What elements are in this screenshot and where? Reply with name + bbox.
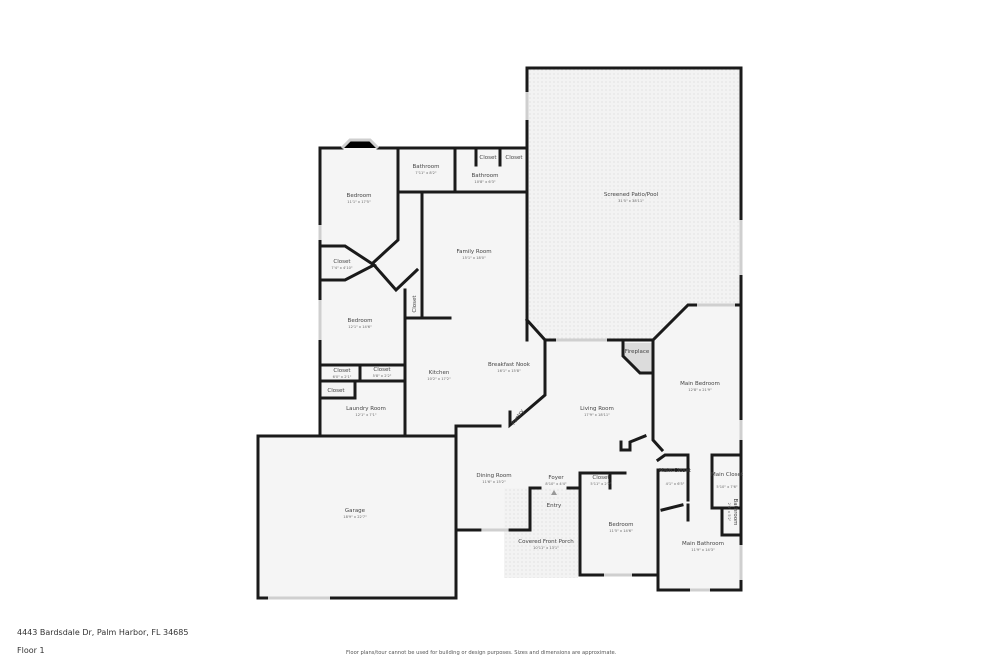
room-bedroom-1: Bedroom bbox=[347, 193, 372, 199]
room-dim: 11'1" x 17'5" bbox=[347, 200, 371, 204]
room-dim: 6'0" x 2'1" bbox=[333, 375, 352, 379]
room-dim: 5'11" x 2'2" bbox=[590, 482, 611, 486]
room-closet: Closet bbox=[327, 388, 345, 394]
walls bbox=[256, 66, 743, 600]
room-family: Family Room bbox=[456, 249, 491, 255]
room-breakfast-nook: Breakfast Nook bbox=[488, 362, 531, 368]
floor-areas bbox=[258, 68, 741, 598]
room-bedroom-3: Bedroom bbox=[609, 522, 634, 528]
porch-area bbox=[504, 488, 578, 578]
room-dim: 11'5" x 14'6" bbox=[609, 529, 633, 533]
room-closet: Closet bbox=[505, 155, 523, 161]
room-main-bathroom: Main Bathroom bbox=[682, 541, 724, 547]
room-entry: Entry bbox=[547, 503, 562, 509]
entry-arrow-icon bbox=[551, 490, 557, 495]
disclaimer: Floor plans/tour cannot be used for buil… bbox=[346, 650, 617, 656]
room-main-closet-2: Main Closet bbox=[711, 472, 744, 478]
room-dim: 15'1" x 18'0" bbox=[462, 256, 486, 260]
room-living: Living Room bbox=[580, 406, 614, 412]
room-closet: Closet bbox=[333, 368, 351, 374]
room-dim: 10'11" x 13'1" bbox=[533, 546, 559, 550]
room-dim: 17'9" x 18'11" bbox=[584, 413, 610, 417]
room-dim: 5'8" x 2'2" bbox=[373, 374, 392, 378]
fireplace-shape bbox=[623, 343, 653, 373]
room-dim: 11'9" x 14'3" bbox=[691, 548, 715, 552]
room-dim: 18'9" x 22'7" bbox=[343, 515, 367, 519]
room-dim: 12'8" x 21'9" bbox=[688, 388, 712, 392]
room-closet: Closet bbox=[412, 295, 418, 313]
room-fireplace: Fireplace bbox=[625, 349, 650, 355]
windows bbox=[268, 92, 743, 600]
room-dim: 7'4" x 4'10" bbox=[331, 266, 352, 270]
room-front-porch: Covered Front Porch bbox=[518, 539, 574, 545]
room-main-bedroom: Main Bedroom bbox=[680, 381, 720, 387]
room-closet: Closet bbox=[373, 367, 391, 373]
room-dim: 7'11" x 8'2" bbox=[415, 171, 436, 175]
room-dim: 10'2" x 17'2" bbox=[427, 377, 451, 381]
room-patio: Screened Patio/Pool bbox=[604, 192, 659, 198]
room-dim: 31'5" x 38'11" bbox=[618, 199, 644, 203]
floor-label: Floor 1 bbox=[17, 646, 45, 655]
room-bathroom-3: Bathroom bbox=[732, 498, 738, 525]
room-labels: Bedroom 11'1" x 17'5" Bathroom 7'11" x 8… bbox=[327, 155, 743, 552]
address: 4443 Bardsdale Dr, Palm Harbor, FL 34685 bbox=[17, 628, 189, 637]
room-dim: 10'8" x 6'3" bbox=[474, 180, 495, 184]
room-dim: 12'1" x 14'6" bbox=[348, 325, 372, 329]
room-dim: 16'1" x 15'8" bbox=[497, 369, 521, 373]
patio-area bbox=[527, 68, 741, 340]
room-foyer: Foyer bbox=[548, 475, 564, 481]
room-dim: 11'6" x 15'2" bbox=[482, 480, 506, 484]
room-dim: 8'10" x 4'4" bbox=[545, 482, 566, 486]
room-bathroom-2: Bathroom bbox=[471, 173, 498, 179]
room-kitchen: Kitchen bbox=[429, 370, 450, 376]
room-dim: 2'6" x 5'2" bbox=[727, 503, 731, 522]
room-closet: Closet bbox=[592, 475, 610, 481]
room-dim: 5'10" x 7'6" bbox=[716, 485, 737, 489]
room-main-closet-1: Main Closet bbox=[659, 468, 692, 474]
room-bedroom-2: Bedroom bbox=[348, 318, 373, 324]
room-garage: Garage bbox=[345, 508, 366, 514]
room-closet: Closet bbox=[479, 155, 497, 161]
room-closet: Closet bbox=[333, 259, 351, 265]
room-dim: 12'1" x 7'1" bbox=[355, 413, 376, 417]
room-dim: 4'1" x 6'5" bbox=[666, 482, 685, 486]
room-laundry: Laundry Room bbox=[346, 406, 386, 412]
room-bathroom-1: Bathroom bbox=[412, 164, 439, 170]
room-dining: Dining Room bbox=[476, 473, 511, 479]
